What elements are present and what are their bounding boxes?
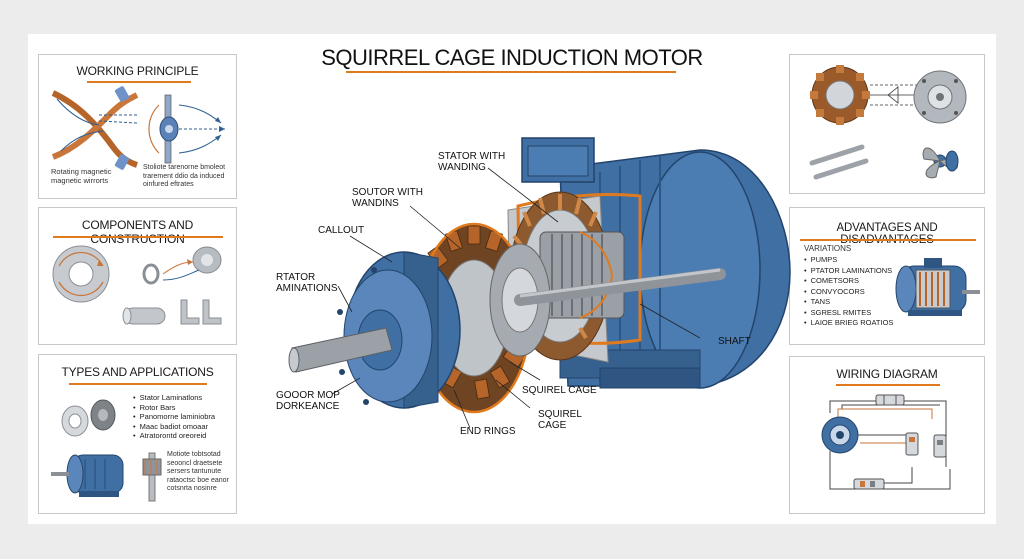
callout-squirel-cage-2: SQUIREL CAGE — [538, 409, 582, 431]
advantages-bullet-list: PUMPS PTATOR LAMINATIONS COMETSORS CONVY… — [804, 255, 904, 329]
components-panel: COMPONENTS AND CONSTRUCTION — [38, 207, 237, 345]
working-principle-panel: WORKING PRINCIPLE Rotating magnetic magn… — [38, 54, 237, 199]
panel-title-underline — [69, 383, 207, 385]
parts-illustration — [809, 65, 967, 180]
callout-end-rings: END RINGS — [460, 426, 516, 437]
panel-title-underline — [53, 236, 223, 238]
components-title: COMPONENTS AND CONSTRUCTION — [81, 218, 194, 246]
working-principle-title: WORKING PRINCIPLE — [76, 64, 199, 78]
title-underline — [346, 71, 676, 73]
list-item: Rotor Bars — [133, 403, 233, 413]
list-item: PTATOR LAMINATIONS — [804, 266, 904, 277]
list-item: Stator Laminatlons — [133, 393, 233, 403]
types-illustration — [51, 399, 162, 502]
types-caption: Motiote tobtsotad seooncl draetsete sers… — [167, 451, 229, 492]
parts-panel — [789, 54, 985, 194]
magnetic-field-illustration — [51, 86, 225, 170]
wiring-schematic — [821, 394, 951, 490]
working-principle-caption-right: Stoliote tarenorne bmoleot trarement ddi… — [143, 164, 226, 188]
working-principle-caption-left: Rotating magnetic magnetic wirrorts — [51, 167, 112, 185]
types-bullet-list: Stator Laminatlons Rotor Bars Panomorne … — [133, 393, 233, 441]
advantages-heading: VARIATIONS — [804, 244, 852, 253]
list-item: Maac badiot omoaar — [133, 422, 233, 432]
components-illustration — [52, 245, 222, 325]
panel-title-underline — [836, 384, 940, 386]
panel-title-underline — [800, 239, 976, 241]
list-item: CONVYOCORS — [804, 287, 904, 298]
types-title: TYPES AND APPLICATIONS — [61, 365, 214, 379]
cutaway-motor-illustration — [895, 258, 980, 316]
list-item: Atratorontd oreoreid — [133, 431, 233, 441]
page-title: SQUIRREL CAGE INDUCTION MOTOR — [321, 45, 703, 70]
advantages-panel: ADVANTAGES AND DISADVANTAGES VARIATIONS … — [789, 207, 985, 345]
callout-gooor-mop: GOOOR MOP DORKEANCE — [276, 390, 340, 412]
callout-souter-with-wandins: SOUTOR WITH WANDINS — [352, 187, 423, 209]
wiring-panel: WIRING DIAGRAM — [789, 356, 985, 514]
callout-shaft: SHAFT — [718, 336, 751, 347]
panel-title-underline — [87, 81, 191, 83]
callout-rtator-aminations: RTATOR AMINATIONS — [276, 272, 338, 294]
list-item: Panomorne laminiobra — [133, 412, 233, 422]
types-panel: TYPES AND APPLICATIONS Stator Laminatlon… — [38, 354, 237, 514]
list-item: LAIOE BRIEG ROATIOS — [804, 318, 904, 329]
callout-stator-with-wanding: STATOR WITH WANDING — [438, 151, 506, 173]
callout-squirel-cage-1: SQUIREL CAGE — [522, 385, 597, 396]
wiring-title: WIRING DIAGRAM — [836, 367, 938, 381]
list-item: SGRESL RMITES — [804, 308, 904, 319]
list-item: COMETSORS — [804, 276, 904, 287]
callout-callout: CALLOUT — [318, 225, 365, 236]
list-item: PUMPS — [804, 255, 904, 266]
list-item: TANS — [804, 297, 904, 308]
